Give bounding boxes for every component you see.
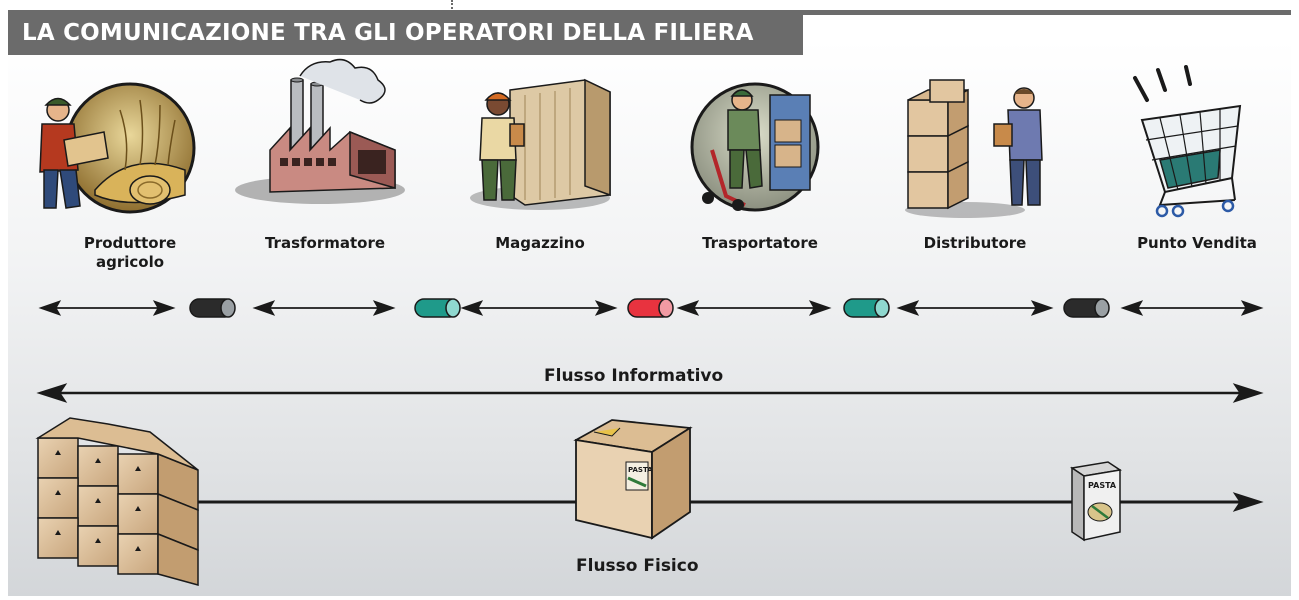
connector-capsule — [843, 298, 890, 318]
pasta-pack-icon: PASTA — [1070, 461, 1122, 542]
farmer-icon — [39, 82, 196, 214]
connector-capsule — [414, 298, 461, 318]
double-arrow — [460, 300, 618, 316]
single-box-icon: PASTA — [573, 419, 693, 540]
double-arrow — [676, 300, 832, 316]
actor-label-distributore: Distributore — [923, 234, 1027, 252]
double-arrow — [896, 300, 1054, 316]
distributor-icon — [905, 79, 1043, 218]
connector-capsule — [1063, 298, 1110, 318]
hand-truck-worker-icon — [690, 82, 820, 212]
connector-capsule — [189, 298, 236, 318]
box-pallet-icon — [35, 417, 199, 586]
box-label: PASTA — [628, 466, 653, 474]
factory-icon — [235, 58, 405, 204]
connector-capsule — [627, 298, 674, 318]
actor-label-punto-vendita: Punto Vendita — [1137, 234, 1257, 252]
information-flow-arrow — [36, 383, 1264, 403]
physical-flow-label: Flusso Fisico — [576, 556, 699, 576]
pack-label: PASTA — [1088, 481, 1117, 490]
dotted-marker — [451, 0, 453, 12]
double-arrow — [252, 300, 396, 316]
connector-capsules — [189, 298, 1110, 318]
page-title: LA COMUNICAZIONE TRA GLI OPERATORI DELLA… — [22, 20, 754, 46]
shopping-cart-icon — [1133, 65, 1242, 218]
actor-label-trasformatore: Trasformatore — [264, 234, 386, 252]
actor-arrows — [38, 300, 1264, 316]
actor-label-produttore: Produttore agricolo — [83, 234, 177, 271]
actor-label-magazzino: Magazzino — [495, 234, 585, 252]
double-arrow — [38, 300, 176, 316]
information-flow-label: Flusso Informativo — [544, 366, 724, 386]
double-arrow — [1120, 300, 1264, 316]
warehouse-worker-icon — [470, 78, 611, 210]
title-bar — [8, 10, 803, 55]
actor-label-trasportatore: Trasportatore — [702, 234, 818, 252]
